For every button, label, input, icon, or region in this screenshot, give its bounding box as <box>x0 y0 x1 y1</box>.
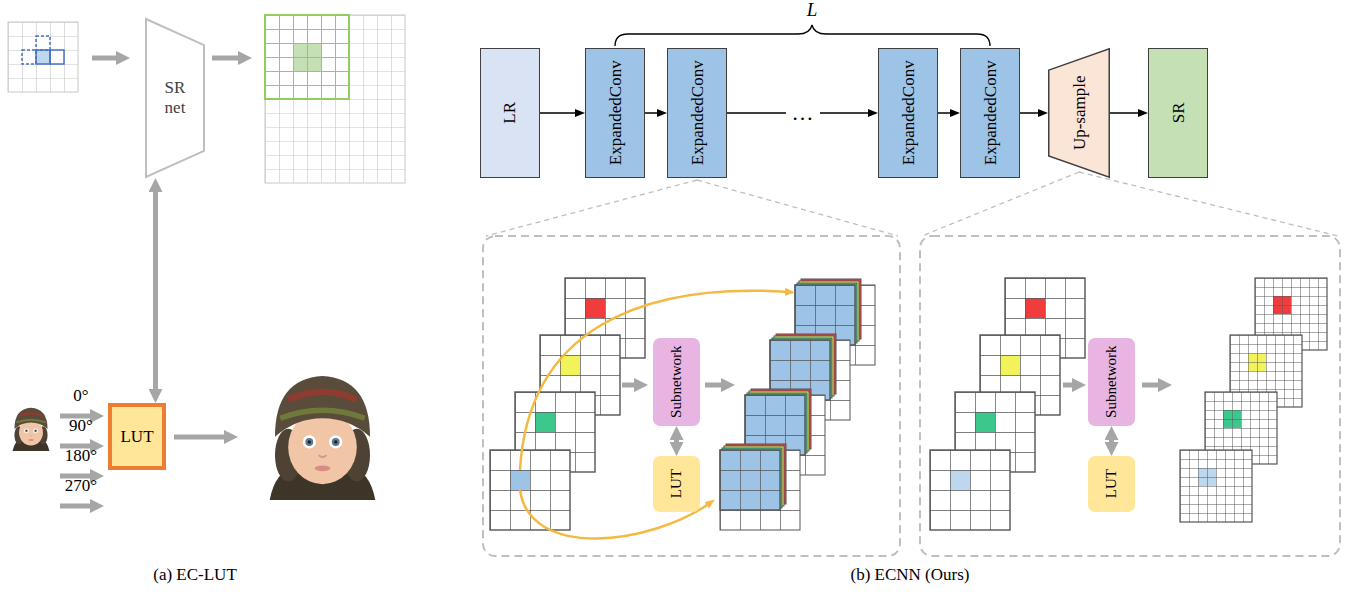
upsampled-grid <box>1180 450 1252 522</box>
edge-label: … <box>786 102 820 124</box>
node-text: Subnetwork <box>668 346 685 419</box>
network-trapezoid: SR net <box>145 18 205 178</box>
zoom-leader <box>1079 172 1338 236</box>
repeat-count: L <box>807 0 818 21</box>
node-text: Subnetwork <box>1103 346 1120 419</box>
connector-arrow <box>540 112 579 114</box>
node-text: ExpandedConv <box>687 61 707 166</box>
node-text: ExpandedConv <box>605 61 625 166</box>
node-text: ExpandedConv <box>980 61 1000 166</box>
subfigure-caption: (a) EC-LUT <box>153 566 237 585</box>
angle-label: 90° <box>69 417 93 436</box>
angle-label: 180° <box>65 447 97 466</box>
label-holder: (a) EC-LUT <box>153 566 237 585</box>
layer-box: ExpandedConv <box>960 48 1020 178</box>
node-text: SR <box>1168 103 1188 124</box>
node-text: SR net <box>165 78 186 117</box>
green-grid <box>265 15 349 99</box>
expansion-arrow <box>520 291 789 470</box>
grid-lines <box>8 22 78 92</box>
grid-ground <box>265 15 405 183</box>
grid-lines <box>265 15 405 183</box>
label-holder: 270° <box>65 477 97 496</box>
layer-box: ExpandedConv <box>667 48 727 178</box>
angle-label: 270° <box>65 477 97 496</box>
input-photo <box>13 408 50 451</box>
layer-box: ExpandedConv <box>878 48 938 178</box>
input-box: LR <box>480 48 540 178</box>
subnetwork-box: Subnetwork <box>1088 338 1135 426</box>
label-holder: (b) ECNN (Ours) <box>851 566 970 585</box>
label-holder: 180° <box>65 447 97 466</box>
detail-panel <box>920 236 1340 556</box>
flow-arrow <box>212 56 242 61</box>
output-box: SR <box>1148 48 1208 178</box>
connector-arrow <box>1110 112 1142 114</box>
label-holder: L <box>807 0 818 21</box>
output-grid <box>265 15 405 183</box>
connector-arrow <box>938 112 954 114</box>
node-text: LR <box>500 102 520 124</box>
zoom-leader <box>697 180 898 236</box>
connector-arrow <box>1109 436 1114 446</box>
flow-arrow <box>174 435 228 440</box>
flow-arrow <box>622 383 638 388</box>
dashed-pixel <box>36 36 50 50</box>
input-grid <box>8 22 78 92</box>
feature-grid <box>930 450 1010 530</box>
zoom-leader <box>486 180 697 236</box>
node-text: ExpandedConv <box>898 61 918 166</box>
flow-arrow <box>92 56 120 61</box>
label-holder: 90° <box>69 417 93 436</box>
subnetwork-box: Subnetwork <box>653 338 700 426</box>
outline-polygon <box>146 19 204 177</box>
angle-label: 0° <box>73 387 88 406</box>
flow-arrow <box>705 383 725 388</box>
layer-box: ExpandedConv <box>585 48 645 178</box>
outline-polygon <box>1049 49 1110 178</box>
dashed-pixel <box>22 50 36 64</box>
detail-panel <box>483 236 900 556</box>
connector-arrow <box>1020 112 1042 114</box>
flow-arrow <box>1142 383 1162 388</box>
rotation-arrow <box>60 504 94 509</box>
lut-box: LUT <box>653 456 700 512</box>
pixel-outline <box>50 50 64 64</box>
subfigure-caption: (b) ECNN (Ours) <box>851 566 970 585</box>
feature-grid <box>490 450 570 530</box>
connector-arrow <box>645 112 661 114</box>
connector-arrow <box>674 436 679 446</box>
lut-box: LUT <box>1088 456 1135 512</box>
repeat-brace <box>615 25 990 46</box>
label-holder: 0° <box>73 387 88 406</box>
node-text: LUT <box>1103 469 1120 498</box>
pixel-outline <box>36 50 50 64</box>
node-text: LUT <box>120 427 153 447</box>
node-text: LUT <box>668 469 685 498</box>
expanded-block <box>720 444 800 530</box>
zoom-leader <box>922 172 1079 236</box>
node-text: Up-sample <box>1069 76 1089 151</box>
upsample-trapezoid: Up-sample <box>1048 48 1110 178</box>
connector-arrow <box>153 188 158 393</box>
output-photo <box>270 376 376 500</box>
grid-ground <box>8 22 78 92</box>
edge-label-holder: … <box>786 102 820 124</box>
lut-box: LUT <box>108 403 166 470</box>
flow-arrow <box>1063 383 1076 388</box>
